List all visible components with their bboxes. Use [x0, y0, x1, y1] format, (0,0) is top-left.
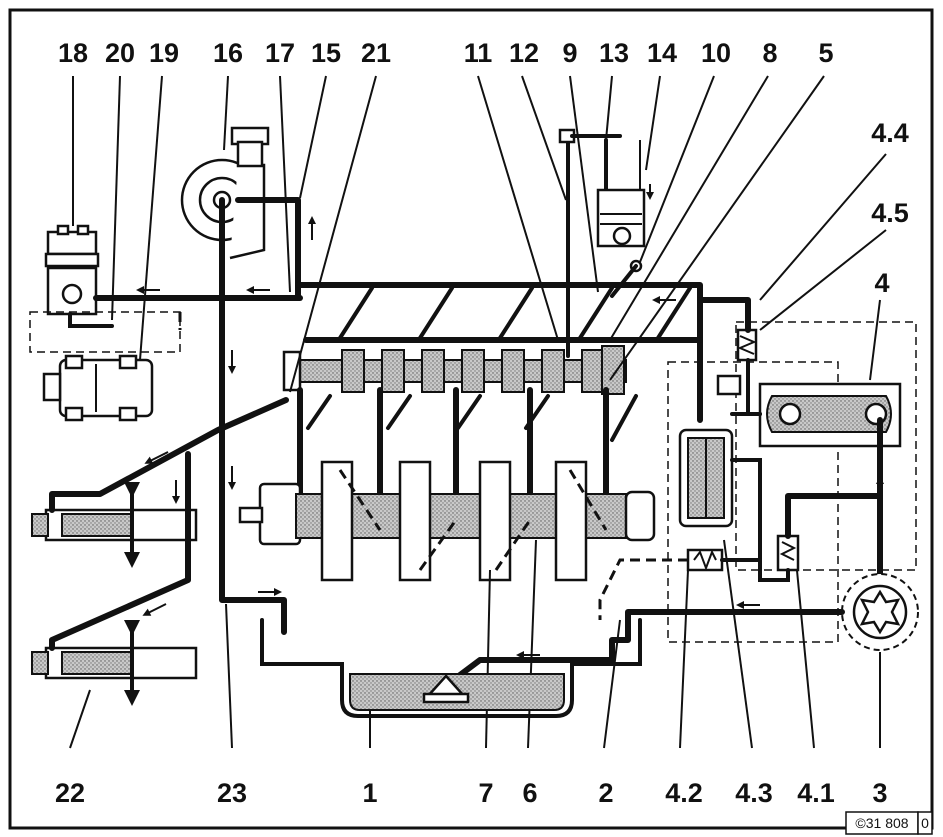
label-8: 8	[762, 38, 777, 68]
leader-lines	[69, 75, 887, 749]
label-1: 1	[362, 778, 377, 808]
diagonal-passages	[338, 286, 692, 340]
power-steering-pump	[42, 354, 154, 422]
injector-upper	[31, 482, 198, 568]
label-4-4: 4.4	[871, 118, 909, 148]
oil-cooler	[758, 382, 902, 448]
label-4-1: 4.1	[797, 778, 835, 808]
label-4-5: 4.5	[871, 198, 909, 228]
valve-train	[558, 128, 646, 358]
label-6: 6	[522, 778, 537, 808]
main-oil-gallery	[295, 282, 703, 423]
label-23: 23	[217, 778, 247, 808]
oil-pump	[841, 573, 919, 651]
dashed-outline-19	[29, 311, 181, 353]
label-16: 16	[213, 38, 243, 68]
dashed-outline-cooler	[735, 321, 917, 571]
label-18: 18	[58, 38, 88, 68]
valve-4-4	[736, 328, 758, 362]
line-compressor-return	[68, 312, 114, 328]
label-4-2: 4.2	[665, 778, 703, 808]
bearing-feed-lines	[297, 387, 609, 503]
line-injector-feed	[49, 397, 289, 513]
figure-frame	[8, 8, 934, 830]
camshaft	[282, 345, 627, 395]
crankshaft	[238, 460, 656, 582]
label-22: 22	[55, 778, 85, 808]
oil-sump	[260, 618, 642, 718]
reference-code: ©31 808	[855, 815, 908, 831]
label-3: 3	[872, 778, 887, 808]
label-9: 9	[562, 38, 577, 68]
line-turbo-feed	[235, 197, 301, 301]
reference-box: ©31 808 0	[845, 811, 933, 835]
injector-zone	[18, 432, 198, 668]
line-injector-return	[49, 451, 191, 651]
label-13: 13	[599, 38, 629, 68]
label-21: 21	[361, 38, 391, 68]
label-15: 15	[311, 38, 341, 68]
label-17: 17	[265, 38, 295, 68]
oil-filter	[678, 428, 734, 528]
part-labels: 18 20 19 16 17 15 21 11 12 9 13 14 10 8 …	[55, 38, 909, 808]
label-4-3: 4.3	[735, 778, 773, 808]
dashed-outline-filter	[667, 361, 839, 643]
label-14: 14	[647, 38, 677, 68]
label-10: 10	[701, 38, 731, 68]
pressure-switch	[716, 374, 742, 396]
pump-suction-line	[437, 609, 845, 693]
label-5: 5	[818, 38, 833, 68]
label-4: 4	[874, 268, 889, 298]
valve-4-1	[776, 534, 800, 572]
label-20: 20	[105, 38, 135, 68]
label-11: 11	[464, 38, 493, 68]
label-12: 12	[509, 38, 539, 68]
label-7: 7	[478, 778, 493, 808]
injector-lower	[31, 620, 198, 706]
return-diagonals	[306, 394, 638, 442]
flow-arrows	[136, 184, 884, 659]
label-19: 19	[149, 38, 179, 68]
line-turbo-return	[219, 197, 287, 635]
valve-4-2	[686, 548, 724, 572]
label-2: 2	[598, 778, 613, 808]
reference-revision: 0	[921, 815, 929, 831]
air-compressor	[44, 224, 100, 316]
